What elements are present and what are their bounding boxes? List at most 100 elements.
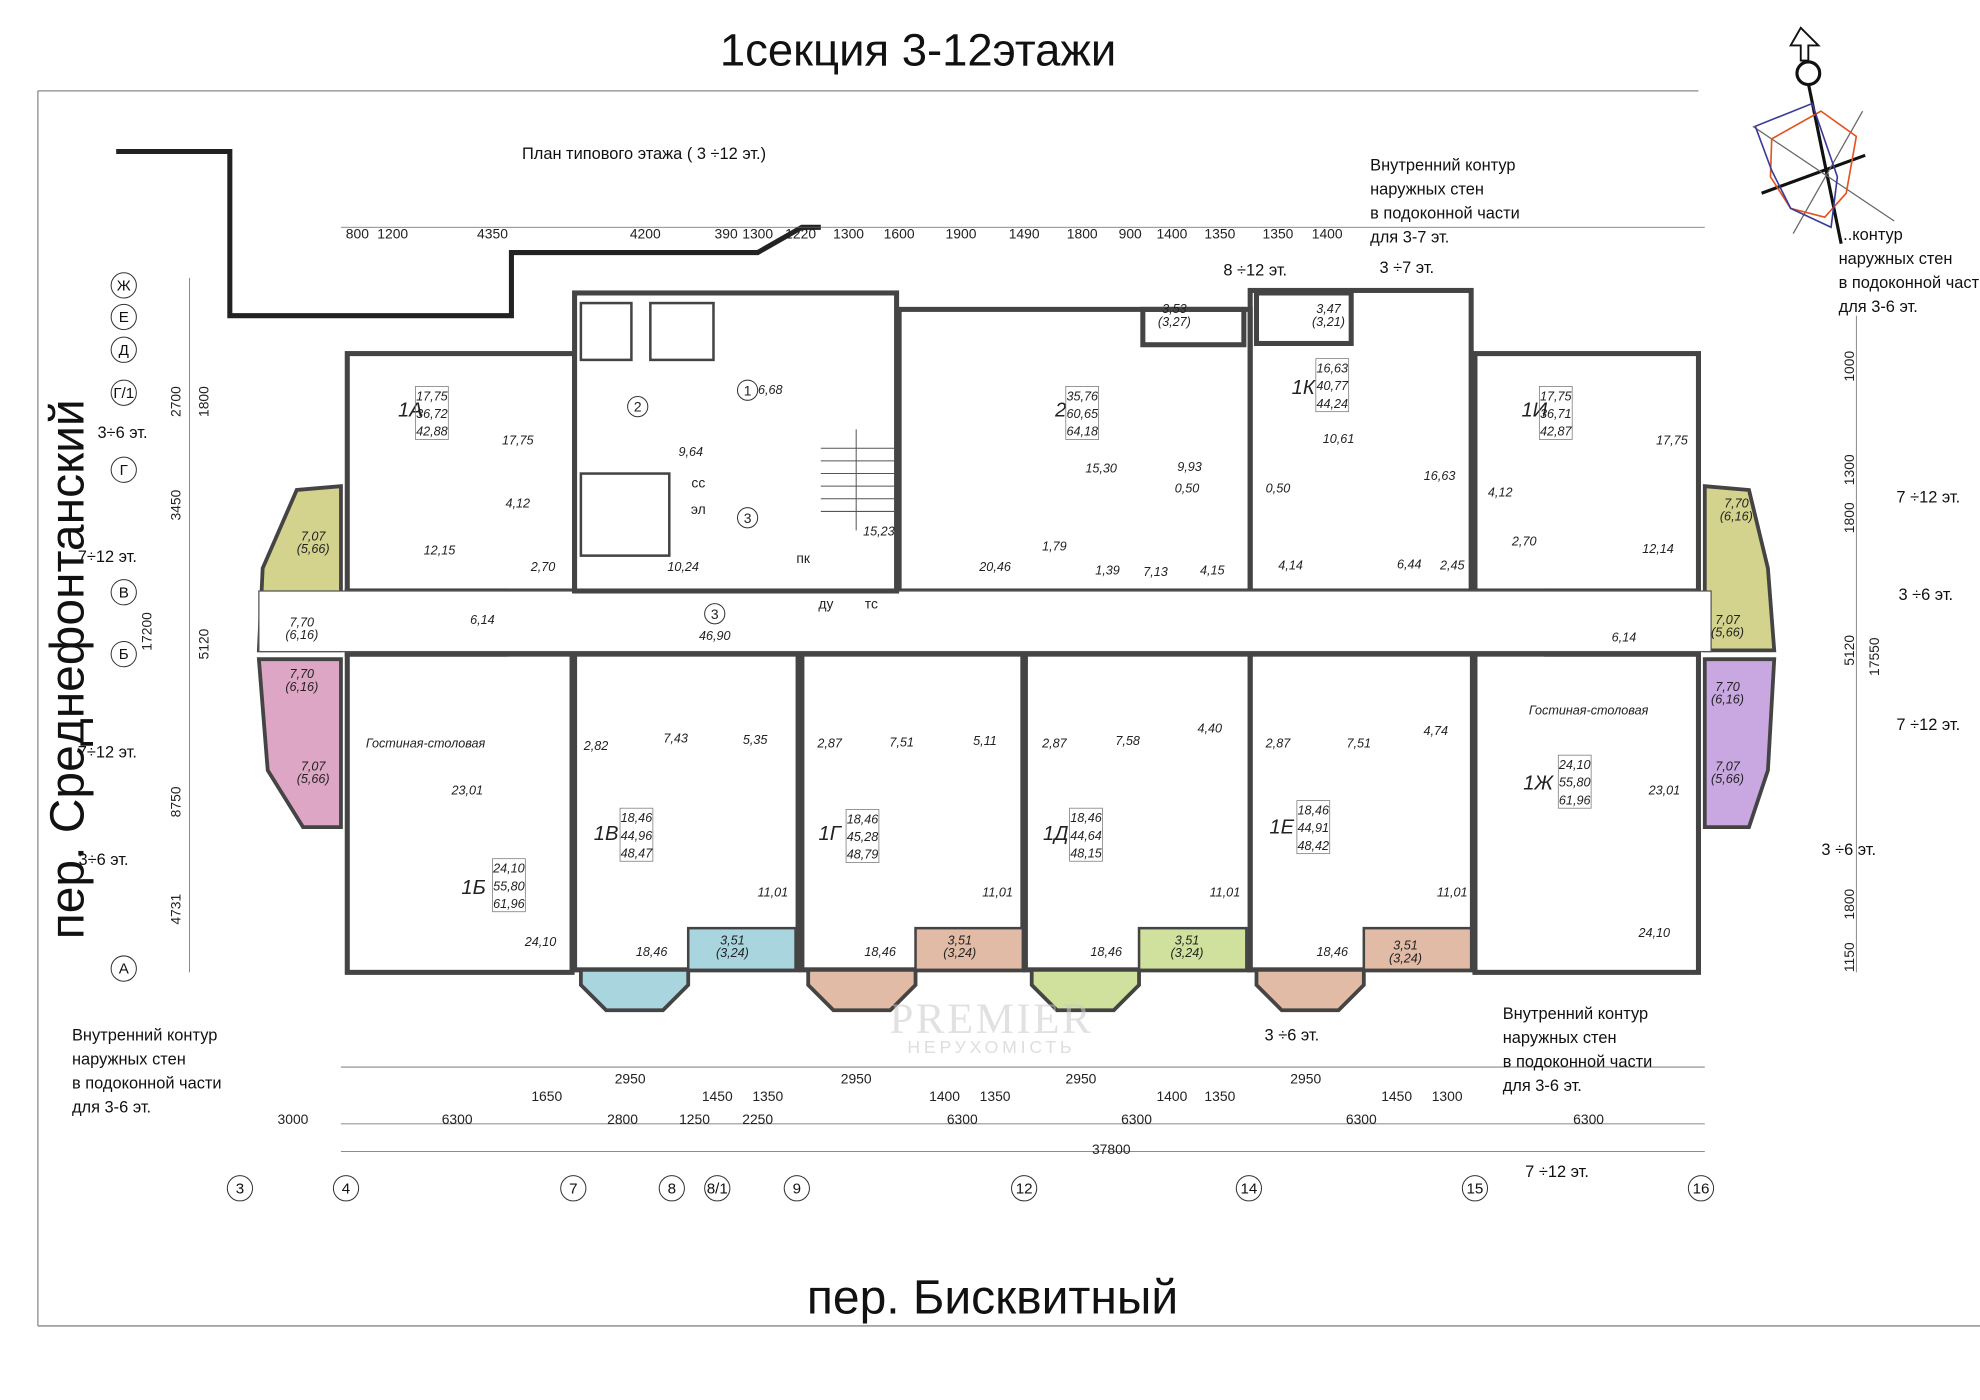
loggia [1137, 926, 1248, 972]
dimension-top: 1300 [833, 226, 864, 242]
apartment-1b [344, 651, 575, 975]
apartment-1v [572, 651, 801, 973]
room-area: 4,15 [1200, 564, 1226, 578]
balcony-area: 7,07 [301, 759, 327, 773]
loggia [1362, 926, 1473, 972]
room-area: 18,46 [864, 945, 897, 959]
bay-window [1254, 967, 1366, 1013]
room-area: 11,01 [1210, 886, 1241, 900]
watermark-sub: НЕРУХОМІСТЬ [907, 1037, 1075, 1057]
dimension-top: 390 [715, 226, 738, 242]
dimension-mid: 1350 [752, 1088, 783, 1104]
apartment-label: 1В [594, 823, 619, 845]
street-bottom: пер. Бисквитный [807, 1271, 1178, 1324]
axis-marker [658, 1175, 685, 1202]
dimension-bottom: 2250 [742, 1111, 773, 1127]
balcony [1140, 306, 1247, 348]
balcony-area: 7,07 [301, 529, 327, 543]
apartment-1g [799, 651, 1026, 973]
apartment-area-value: 42,87 [1540, 425, 1573, 439]
axis-label-bottom: 16 [1693, 1180, 1710, 1197]
dimension-top: 4350 [477, 226, 508, 242]
dimension-top: 900 [1119, 226, 1142, 242]
balcony-area: 3,47 [1316, 302, 1342, 316]
apartment-label: 1Д [1043, 823, 1068, 845]
dimension-top: 1600 [884, 226, 915, 242]
dimension-top: 800 [346, 226, 369, 242]
staircase [820, 429, 895, 531]
contour-note-line: Внутренний контур [72, 1027, 217, 1045]
apartment-label: 1И [1521, 400, 1547, 422]
contour-note-line: наружных стен [1370, 180, 1484, 198]
balcony-area-reduced: (3,27) [1158, 315, 1191, 329]
room-area: 2,87 [816, 737, 843, 751]
dimension-left: 4731 [168, 894, 184, 925]
area-table [1296, 800, 1331, 855]
apartment-area-value: 55,80 [1559, 776, 1591, 790]
core-label: 9,64 [678, 445, 703, 459]
room-area: 9,93 [1177, 460, 1202, 474]
page-title: 1секция 3-12этажи [720, 25, 1116, 76]
room-area: 4,12 [1488, 485, 1513, 499]
apartment-area-value: 48,42 [1298, 839, 1330, 853]
watermark-brand: PREMIER [889, 996, 1093, 1043]
room-area: 5,35 [743, 733, 769, 747]
axis-label-left: А [119, 961, 130, 978]
room-area: 18,46 [636, 945, 669, 959]
dimension-mid: 1300 [1432, 1088, 1463, 1104]
apartment-area-value: 44,24 [1316, 397, 1348, 411]
core-label: 15,23 [863, 524, 895, 538]
axis-marker [110, 579, 137, 606]
area-table [1065, 386, 1100, 440]
area-table [1557, 754, 1592, 809]
dimension-top: 1350 [1204, 226, 1235, 242]
room-area: 7,58 [1115, 734, 1140, 748]
dimension-right: 1800 [1841, 888, 1857, 919]
loggia [914, 926, 1025, 972]
axis-marker [110, 272, 137, 299]
floor-range-note: 3÷6 эт. [79, 851, 129, 869]
dimension-bottom: 37800 [1092, 1141, 1131, 1157]
area-table [619, 807, 654, 862]
dimension-right: 1800 [1841, 502, 1857, 533]
dimension-mid: 2950 [1066, 1070, 1097, 1086]
room-area: 5,11 [973, 734, 997, 748]
room-area: Гостиная-столовая [366, 737, 486, 751]
dimension-top: 1900 [946, 226, 977, 242]
room-area: 7,51 [1346, 737, 1371, 751]
balcony-area: 7,07 [1715, 613, 1741, 627]
balcony-area: 7,07 [1715, 759, 1741, 773]
room-area: 0,50 [1266, 481, 1291, 495]
dimension-right: 17550 [1866, 637, 1882, 676]
axis-label-left: Г/1 [113, 385, 134, 402]
dimension-mid: 1650 [531, 1088, 562, 1104]
dimension-mid: 2950 [841, 1070, 872, 1086]
dimension-top: 1220 [785, 226, 816, 242]
balcony-area-reduced: (3,24) [1389, 951, 1422, 965]
floor-range-note: 7÷12 эт. [78, 548, 137, 566]
dimension-left: 17200 [139, 612, 155, 651]
dimension-bottom: 6300 [947, 1111, 978, 1127]
apartment-area-value: 18,46 [847, 812, 880, 826]
axis-marker [110, 640, 137, 668]
dimension-top: 4200 [630, 226, 661, 242]
room-area: 24,10 [524, 935, 557, 949]
room-area: 6,14 [470, 613, 495, 627]
contour-note-line: в подоконной части [72, 1075, 222, 1093]
axis-marker [1461, 1175, 1489, 1202]
axis-label-bottom: 3 [236, 1180, 244, 1197]
apartment-1e [1247, 651, 1475, 973]
apartment-area-value: 18,46 [621, 811, 654, 825]
room-area: 7,51 [889, 735, 914, 749]
apartment-area-value: 55,80 [493, 879, 525, 893]
axis-label-bottom: 8/1 [707, 1180, 728, 1197]
dimension-right: 1300 [1841, 454, 1857, 485]
floor-range-note: 3 ÷7 эт. [1379, 259, 1434, 277]
balcony-area-reduced: (3,24) [716, 946, 749, 960]
street-left: пер. Среднефонтанский [41, 399, 94, 939]
apartment-1k [1247, 287, 1474, 594]
apartment-area-value: 61,96 [493, 897, 526, 911]
axis-label-bottom: 14 [1240, 1180, 1257, 1197]
room-area: Гостиная-столовая [1529, 704, 1649, 718]
